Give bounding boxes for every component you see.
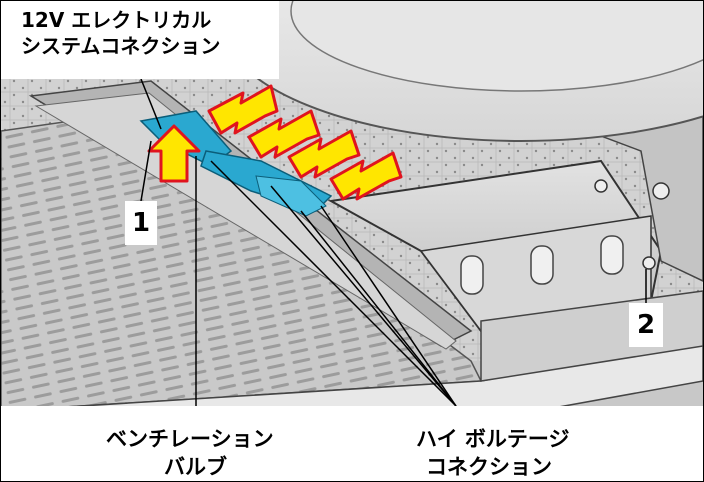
marker-1: 1 bbox=[131, 208, 151, 238]
arrow-left-3 bbox=[287, 129, 361, 179]
arrows bbox=[147, 84, 403, 201]
callout-vent-line2: バルブ bbox=[164, 455, 227, 479]
leader-hv-4 bbox=[300, 210, 457, 407]
marker-2: 2 bbox=[636, 310, 656, 340]
leader-hv-2 bbox=[270, 185, 457, 407]
callout-12v-line2: システムコネクション bbox=[21, 34, 221, 58]
leader-12v bbox=[140, 78, 162, 130]
leader-marker-1 bbox=[140, 140, 152, 202]
arrow-left-2 bbox=[247, 109, 321, 159]
arrow-left-1 bbox=[207, 84, 279, 135]
callout-hv-line1: ハイ ボルテージ bbox=[416, 427, 570, 451]
leader-lines bbox=[140, 78, 647, 407]
bottom-label-area bbox=[1, 406, 703, 481]
leader-hv-1 bbox=[210, 160, 457, 407]
callout-12v-box bbox=[1, 1, 279, 79]
arrow-up bbox=[147, 124, 201, 183]
callout-vent-line1: ベンチレーション bbox=[106, 427, 274, 451]
leader-hv-3 bbox=[320, 205, 457, 407]
marker-1-box bbox=[125, 201, 157, 245]
callout-12v-line1: 12V エレクトリカル bbox=[21, 8, 212, 32]
arrow-left-4 bbox=[329, 151, 403, 201]
callout-hv-line2: コネクション bbox=[426, 455, 552, 479]
marker-2-box bbox=[629, 303, 663, 347]
